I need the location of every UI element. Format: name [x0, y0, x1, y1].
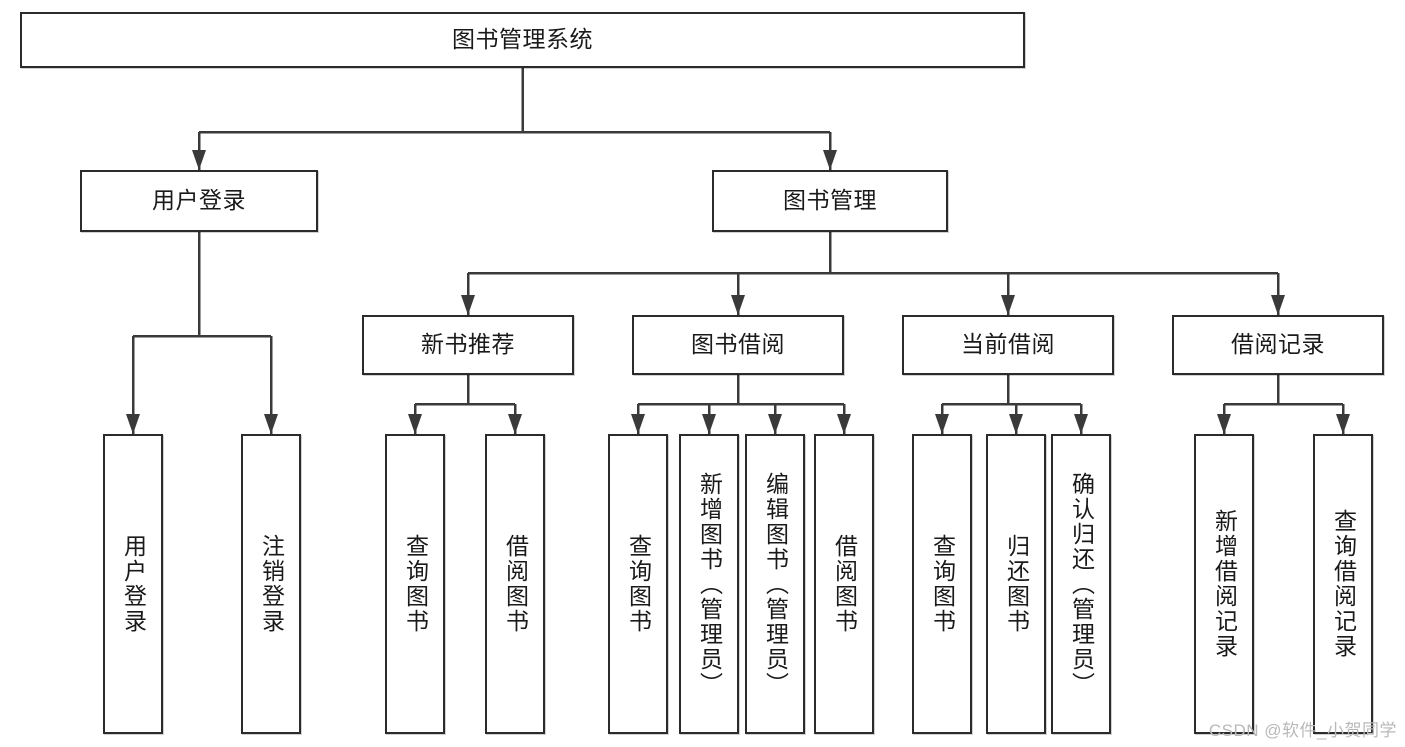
arrowhead-icon: [935, 414, 949, 434]
node-borrow-record[interactable]: 借阅记录: [1172, 315, 1384, 375]
arrowhead-icon: [823, 150, 837, 170]
arrowhead-icon: [264, 414, 278, 434]
node-book-borrow[interactable]: 图书借阅: [632, 315, 844, 375]
node-label: 图书管理系统: [452, 26, 593, 53]
node-leaf-logout[interactable]: 注销登录: [241, 434, 301, 734]
node-leaf-query-book-3[interactable]: 查询图书: [912, 434, 972, 734]
node-label: 新增借阅记录: [1211, 509, 1238, 659]
arrowhead-icon: [1001, 295, 1015, 315]
node-current-borrow[interactable]: 当前借阅: [902, 315, 1114, 375]
node-label: 用户登录: [120, 534, 147, 634]
node-label: 用户登录: [152, 187, 246, 214]
node-book-manage[interactable]: 图书管理: [712, 170, 948, 232]
node-leaf-query-record[interactable]: 查询借阅记录: [1313, 434, 1373, 734]
node-label: 查询图书: [402, 534, 429, 634]
node-label: 借阅记录: [1231, 331, 1325, 358]
node-label: 新书推荐: [421, 331, 515, 358]
arrowhead-icon: [192, 150, 206, 170]
node-root[interactable]: 图书管理系统: [20, 12, 1025, 68]
node-leaf-user-login[interactable]: 用户登录: [103, 434, 163, 734]
arrowhead-icon: [461, 295, 475, 315]
node-leaf-confirm-return[interactable]: 确认归还（管理员）: [1051, 434, 1111, 734]
node-label: 查询图书: [625, 534, 652, 634]
node-label: 图书借阅: [691, 331, 785, 358]
arrowhead-icon: [408, 414, 422, 434]
node-label: 确认归还（管理员）: [1068, 471, 1095, 697]
arrowhead-icon: [1009, 414, 1023, 434]
node-leaf-query-book-2[interactable]: 查询图书: [608, 434, 668, 734]
node-leaf-add-record[interactable]: 新增借阅记录: [1194, 434, 1254, 734]
node-label: 新增图书（管理员）: [696, 471, 723, 697]
arrowhead-icon: [126, 414, 140, 434]
arrowhead-icon: [1074, 414, 1088, 434]
arrowhead-icon: [631, 414, 645, 434]
node-label: 图书管理: [783, 187, 877, 214]
arrowhead-icon: [508, 414, 522, 434]
watermark: CSDN @软件_小贺同学: [1208, 721, 1397, 740]
node-label: 查询图书: [929, 534, 956, 634]
node-label: 查询借阅记录: [1330, 509, 1357, 659]
node-leaf-query-book-1[interactable]: 查询图书: [385, 434, 445, 734]
node-leaf-borrow-book-2[interactable]: 借阅图书: [814, 434, 874, 734]
arrowhead-icon: [837, 414, 851, 434]
node-leaf-return-book[interactable]: 归还图书: [986, 434, 1046, 734]
node-leaf-borrow-book-1[interactable]: 借阅图书: [485, 434, 545, 734]
node-label: 借阅图书: [831, 534, 858, 634]
arrowhead-icon: [768, 414, 782, 434]
arrowhead-icon: [702, 414, 716, 434]
node-leaf-add-book[interactable]: 新增图书（管理员）: [679, 434, 739, 734]
arrowhead-icon: [1271, 295, 1285, 315]
node-user-login[interactable]: 用户登录: [80, 170, 318, 232]
node-label: 归还图书: [1003, 534, 1030, 634]
node-leaf-edit-book[interactable]: 编辑图书（管理员）: [745, 434, 805, 734]
node-label: 借阅图书: [502, 534, 529, 634]
arrowhead-icon: [731, 295, 745, 315]
arrowhead-icon: [1217, 414, 1231, 434]
node-label: 注销登录: [258, 534, 285, 634]
arrowhead-icon: [1336, 414, 1350, 434]
node-label: 编辑图书（管理员）: [762, 471, 789, 697]
node-label: 当前借阅: [961, 331, 1055, 358]
node-new-book-recommend[interactable]: 新书推荐: [362, 315, 574, 375]
